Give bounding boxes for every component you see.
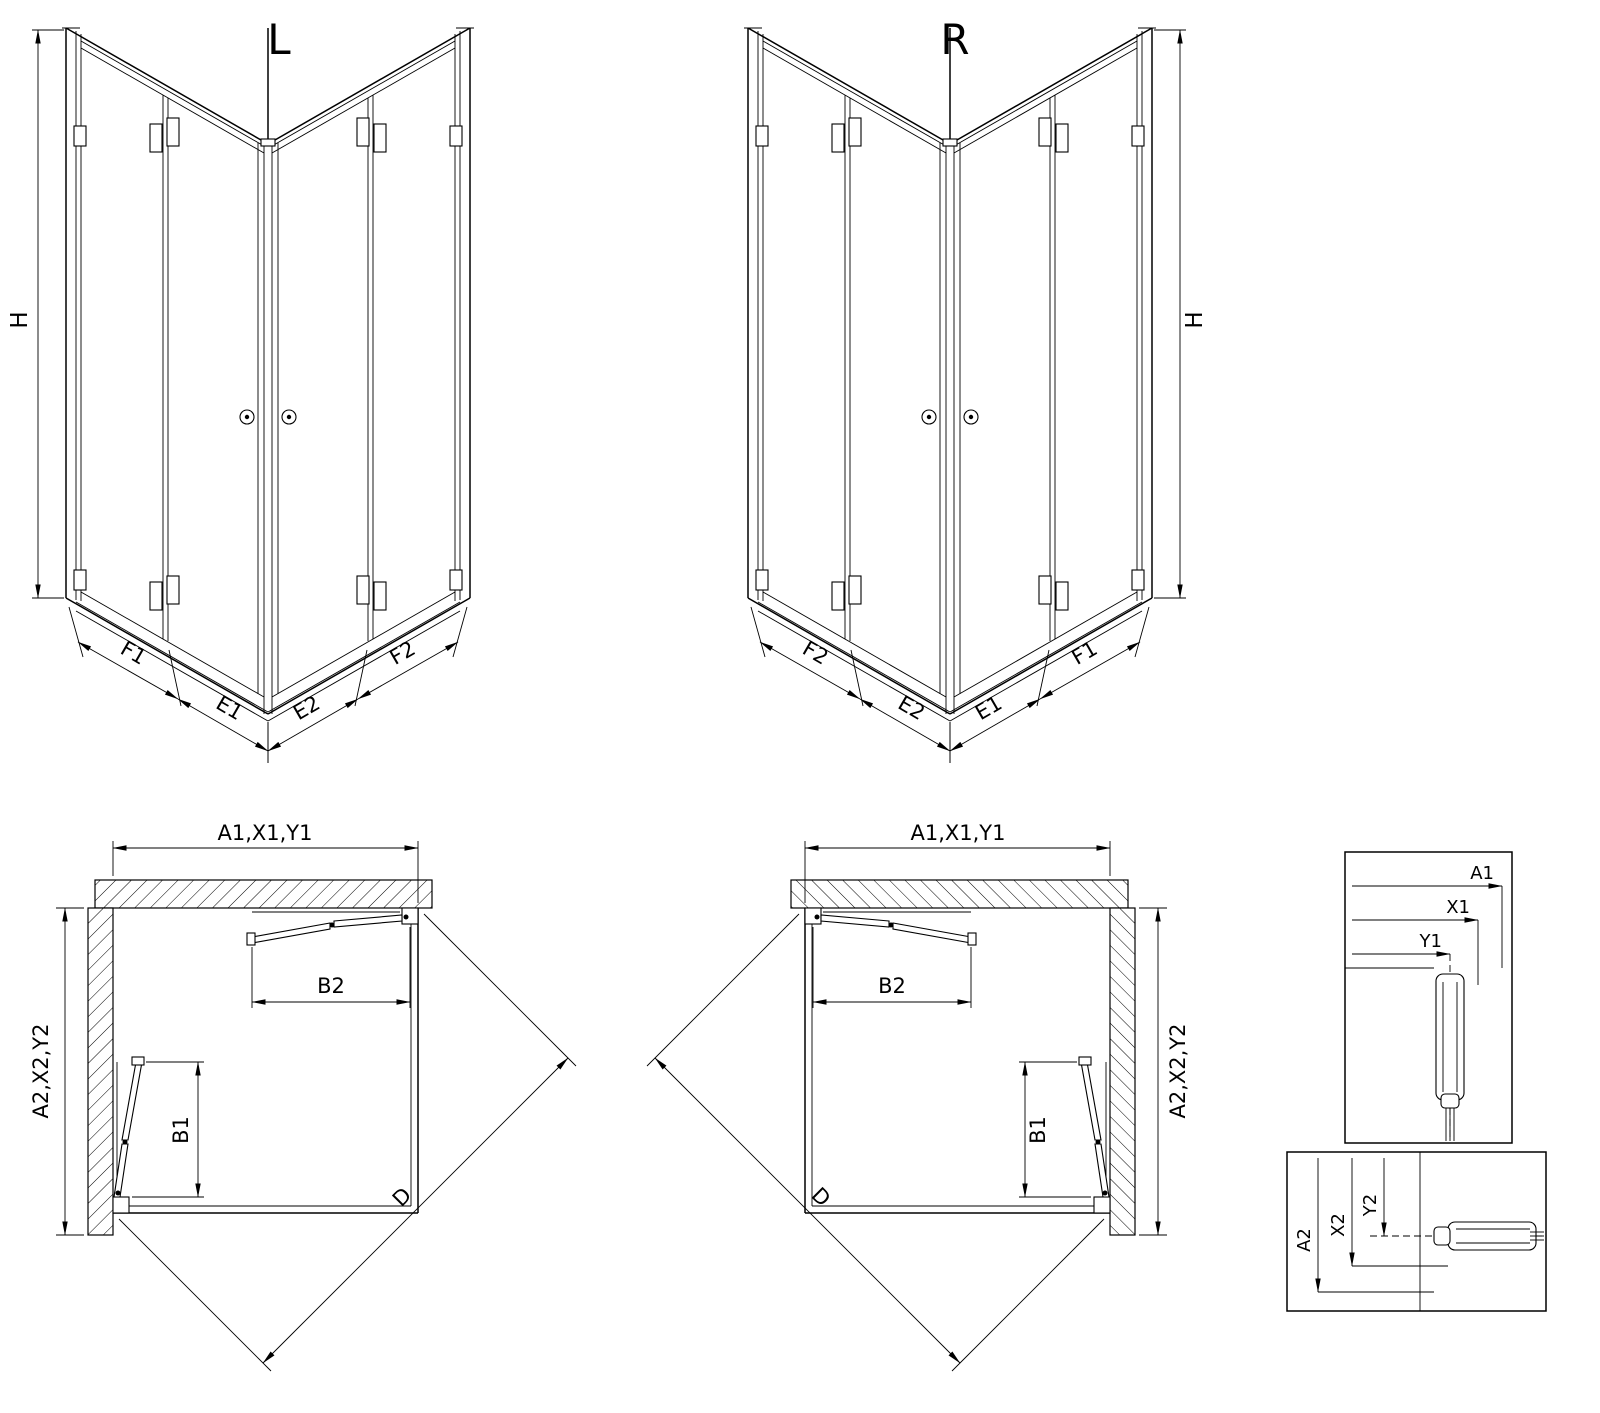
plan-view-left: A1,X1,Y1 A2,X2,Y2 B2 B1 D <box>29 821 576 1371</box>
dim-label-a1x1y1-left: A1,X1,Y1 <box>217 821 312 845</box>
detail-dim-x1: X1 <box>1446 897 1470 918</box>
dim-label-e2-l: E2 <box>289 691 324 725</box>
dim-label-f1-l: F1 <box>116 636 150 670</box>
dim-label-h-r: H <box>1182 311 1208 328</box>
detail-dim-a2: A2 <box>1294 1228 1315 1252</box>
dim-label-e1-l: E1 <box>212 691 247 725</box>
dim-label-b1-right: B1 <box>1026 1116 1050 1144</box>
dim-label-a2x2y2-right: A2,X2,Y2 <box>1166 1023 1190 1118</box>
dim-label-b1-left: B1 <box>169 1116 193 1144</box>
dim-label-a1x1y1-right: A1,X1,Y1 <box>910 821 1005 845</box>
dim-label-b2-right: B2 <box>878 974 906 998</box>
dim-label-d-right: D <box>807 1183 835 1211</box>
dim-label-e1-r: E1 <box>971 691 1006 725</box>
dim-label-f2-l: F2 <box>385 636 419 670</box>
view-l-title: L <box>267 15 291 64</box>
dim-label-a2x2y2-left: A2,X2,Y2 <box>29 1023 53 1118</box>
plan-line-art-right <box>647 841 1167 1371</box>
dim-label-e2-r: E2 <box>894 691 929 725</box>
dim-label-f2-r: F2 <box>798 636 832 670</box>
perspective-view-l: L H F1 E1 E2 F2 <box>7 15 474 763</box>
detail-dim-y2: Y2 <box>1360 1194 1381 1217</box>
detail-dim-x2: X2 <box>1328 1213 1349 1237</box>
dim-label-b2-left: B2 <box>317 974 345 998</box>
detail-view-horizontal: A1 X1 Y1 <box>1344 851 1513 1144</box>
perspective-view-r: R H F2 E2 E1 F1 <box>744 15 1208 763</box>
dim-label-d-left: D <box>388 1183 416 1211</box>
view-r-title: R <box>940 15 969 64</box>
dim-label-f1-r: F1 <box>1067 636 1101 670</box>
dim-label-h-l: H <box>7 311 33 328</box>
detail-dim-y1: Y1 <box>1419 931 1442 952</box>
detail-dim-a1: A1 <box>1470 863 1494 884</box>
detail-view-vertical: A2 X2 Y2 <box>1286 1151 1547 1312</box>
plan-view-right: A1,X1,Y1 A2,X2,Y2 B2 B1 D <box>647 821 1190 1371</box>
plan-line-art-left <box>56 841 576 1371</box>
